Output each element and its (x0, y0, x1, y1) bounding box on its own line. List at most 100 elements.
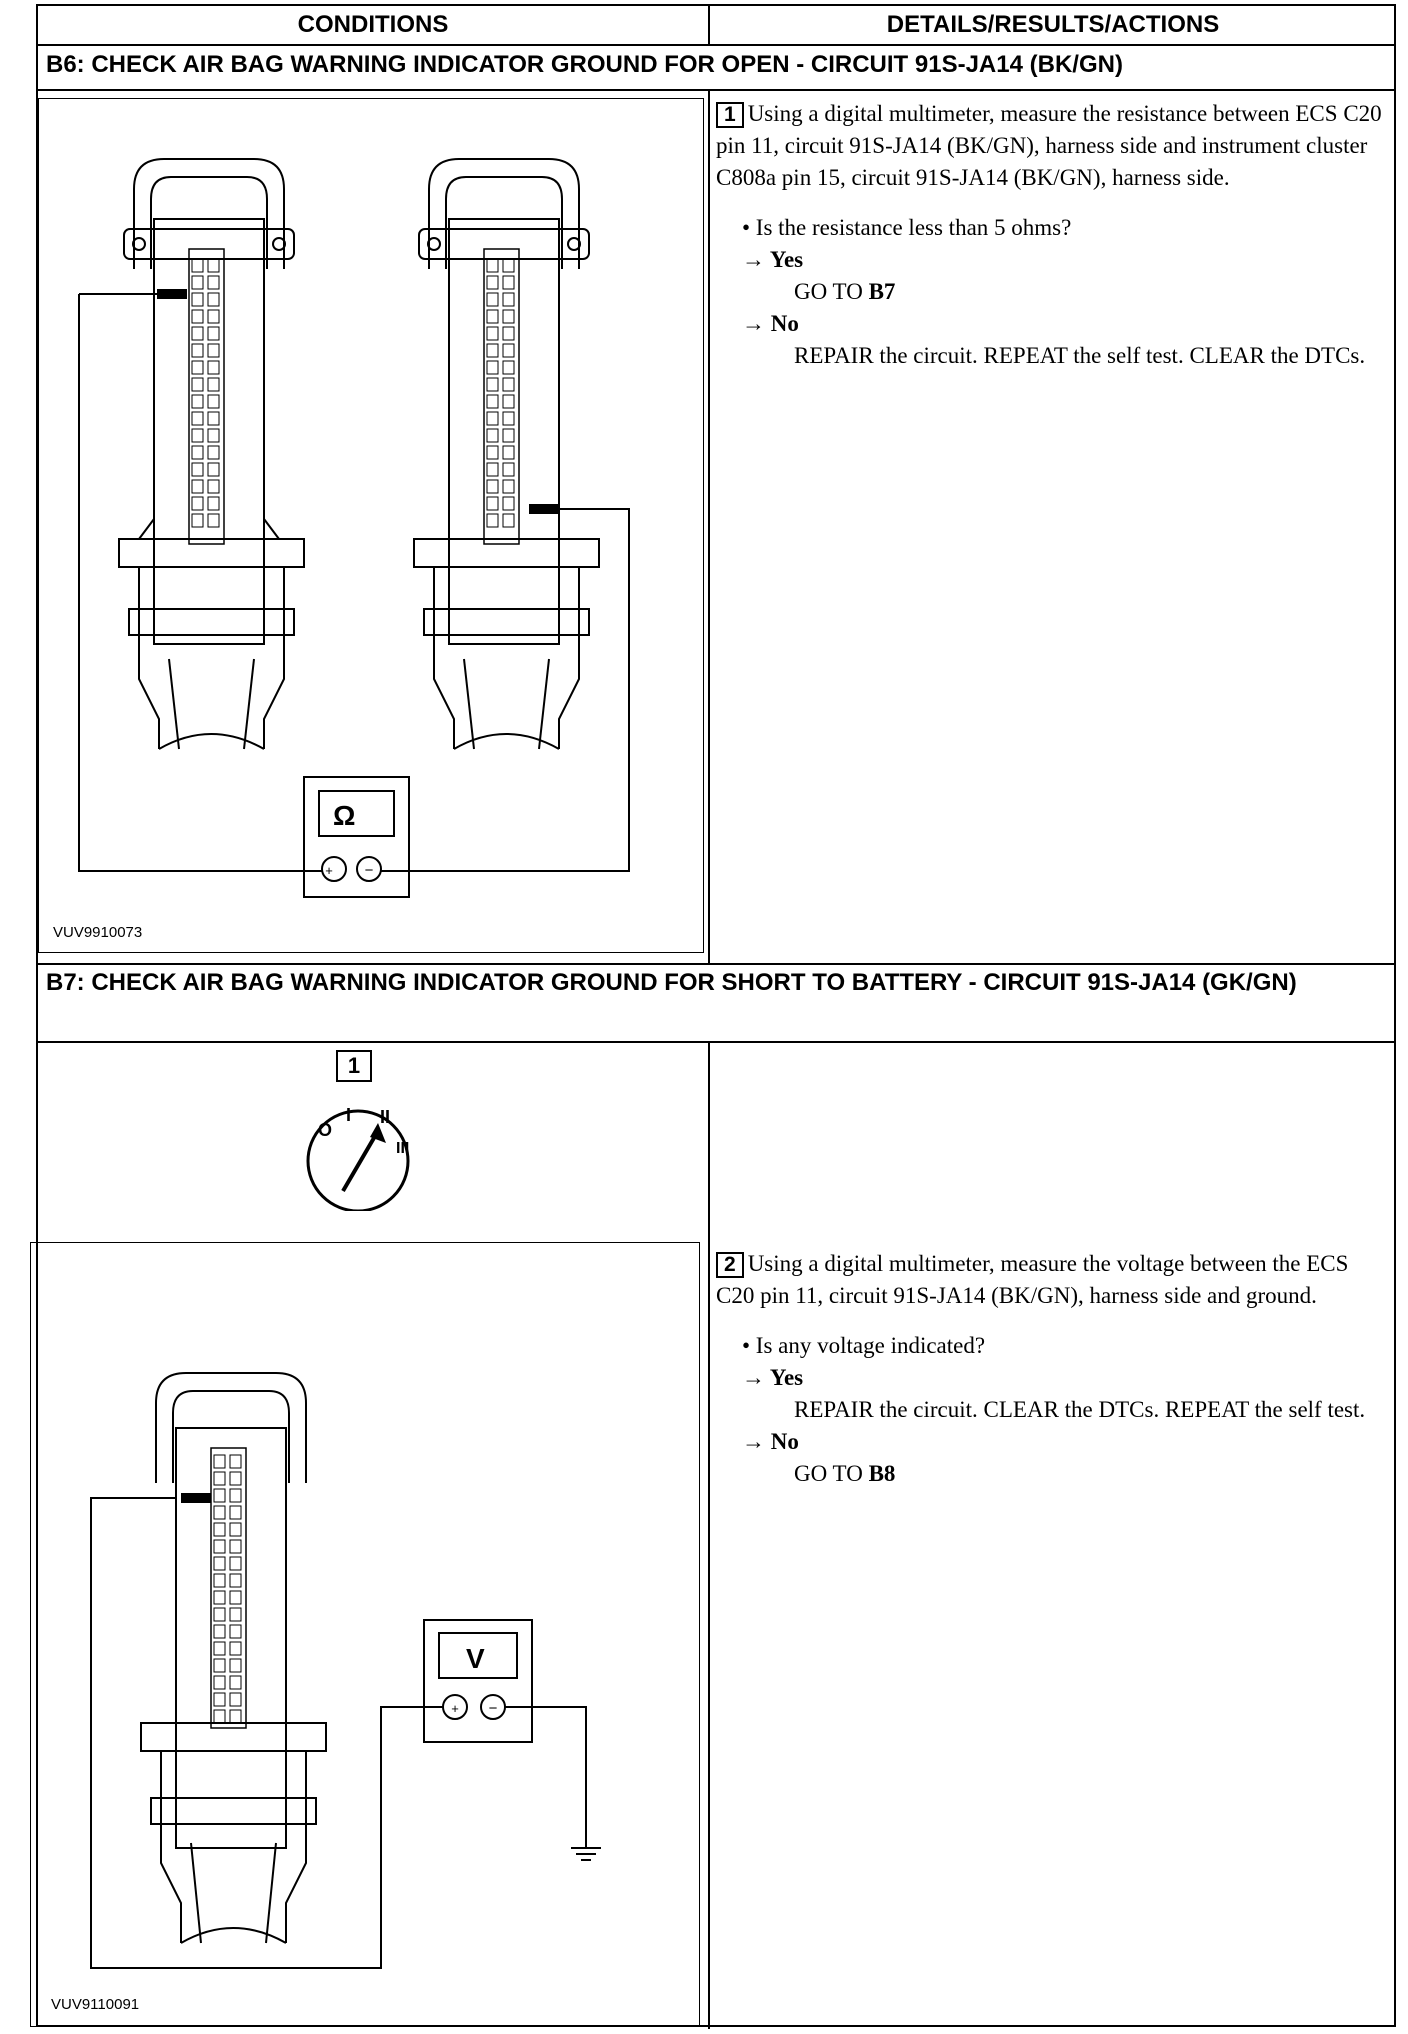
conditions-header: CONDITIONS (297, 11, 449, 38)
connector-pin (502, 496, 515, 511)
connector-pin (229, 1641, 242, 1656)
connector-pin (191, 377, 204, 392)
ecs-c20-connector (140, 1372, 327, 1944)
connector-pin (213, 1471, 226, 1486)
volt-symbol: V (466, 1643, 485, 1674)
b6-no-label: → No (742, 311, 799, 336)
connector-pin (213, 1522, 226, 1537)
connector-pin (486, 513, 499, 528)
connector-pin (213, 1624, 226, 1639)
connector-pin (229, 1522, 242, 1537)
b6-goto-link[interactable]: B7 (868, 279, 896, 304)
ecs-c20-connector (118, 158, 305, 750)
b7-figure-step-number: 1 (336, 1050, 372, 1082)
connector-pin (502, 309, 515, 324)
connector-pin (213, 1607, 226, 1622)
voltmeter (423, 1619, 533, 1743)
connector-pin (213, 1590, 226, 1605)
probe-b7 (181, 1493, 211, 1503)
connector-pin (191, 445, 204, 460)
connector-pin (213, 1641, 226, 1656)
b6-step-text: Using a digital multimeter, measure the … (716, 101, 1382, 190)
connector-pin (229, 1488, 242, 1503)
connector-pin (229, 1505, 242, 1520)
connector-pin (191, 292, 204, 307)
connector-pin (191, 343, 204, 358)
procedure-table: CONDITIONS DETAILS/RESULTS/ACTIONS B6: C… (30, 4, 1396, 2029)
connector-pin (229, 1709, 242, 1724)
connector-pin (229, 1675, 242, 1690)
connector-pin (207, 513, 220, 528)
connector-pin (213, 1539, 226, 1554)
ignition-switch-icon: O I II III (306, 1105, 410, 1211)
connector-pin (229, 1624, 242, 1639)
svg-text:−: − (365, 862, 374, 879)
svg-text:+: + (325, 863, 333, 878)
connector-pin (486, 275, 499, 290)
b7-no-label: → No (742, 1429, 799, 1454)
connector-pin (207, 462, 220, 477)
connector-pin (502, 445, 515, 460)
connector-pin (486, 309, 499, 324)
connector-pin (207, 343, 220, 358)
connector-pin (229, 1454, 242, 1469)
connector-pin (486, 343, 499, 358)
b6-no-action: REPAIR the circuit. REPEAT the self test… (794, 343, 1366, 368)
b7-step-text: Using a digital multimeter, measure the … (716, 1251, 1349, 1308)
connector-pin (486, 360, 499, 375)
probe-right (529, 504, 559, 514)
connector-pin (207, 496, 220, 511)
b7-goto-link[interactable]: B8 (868, 1461, 896, 1486)
connector-pin (486, 428, 499, 443)
connector-pin (191, 326, 204, 341)
connector-pin (191, 258, 204, 273)
connector-pin (213, 1454, 226, 1469)
connector-pin (191, 275, 204, 290)
connector-pin (191, 394, 204, 409)
connector-pin (191, 309, 204, 324)
connector-pin (213, 1488, 226, 1503)
b7-figure-id: VUV9110091 (51, 1996, 139, 2013)
b6-yes-label: → Yes (742, 247, 804, 272)
connector-pin (502, 292, 515, 307)
connector-pin (502, 258, 515, 273)
connector-pin (207, 445, 220, 460)
connector-pin (213, 1675, 226, 1690)
connector-pin (213, 1556, 226, 1571)
connector-pin (207, 258, 220, 273)
connector-pin (207, 479, 220, 494)
svg-text:II: II (380, 1107, 390, 1127)
svg-text:III: III (396, 1140, 409, 1157)
connector-pin (191, 513, 204, 528)
connector-pin (229, 1556, 242, 1571)
column-divider-b6 (708, 89, 710, 963)
connector-pin (486, 292, 499, 307)
connector-pin (207, 394, 220, 409)
connector-pin (486, 258, 499, 273)
details-header: DETAILS/RESULTS/ACTIONS (886, 11, 1220, 38)
connector-pin (191, 496, 204, 511)
connector-pin (502, 411, 515, 426)
connector-pin (207, 428, 220, 443)
b7-title: B7: CHECK AIR BAG WARNING INDICATOR GROU… (46, 969, 1297, 996)
connector-pin (213, 1709, 226, 1724)
connector-pin (191, 411, 204, 426)
connector-pin (502, 428, 515, 443)
b7-yes-action: REPAIR the circuit. CLEAR the DTCs. REPE… (794, 1397, 1366, 1422)
connector-pin (207, 309, 220, 324)
b6-step-number: 1 (716, 102, 744, 128)
connector-pin (502, 360, 515, 375)
connector-pin (486, 496, 499, 511)
b7-title-divider (38, 1041, 1394, 1043)
svg-text:O: O (318, 1120, 332, 1140)
b7-no-action: GO TO B8 (794, 1461, 896, 1486)
connector-pin (486, 326, 499, 341)
connector-pin (213, 1505, 226, 1520)
connector-pin (229, 1573, 242, 1588)
connector-pin (486, 394, 499, 409)
connector-pin (229, 1590, 242, 1605)
connector-pin (207, 360, 220, 375)
connector-pin (229, 1658, 242, 1673)
connector-pin (207, 326, 220, 341)
